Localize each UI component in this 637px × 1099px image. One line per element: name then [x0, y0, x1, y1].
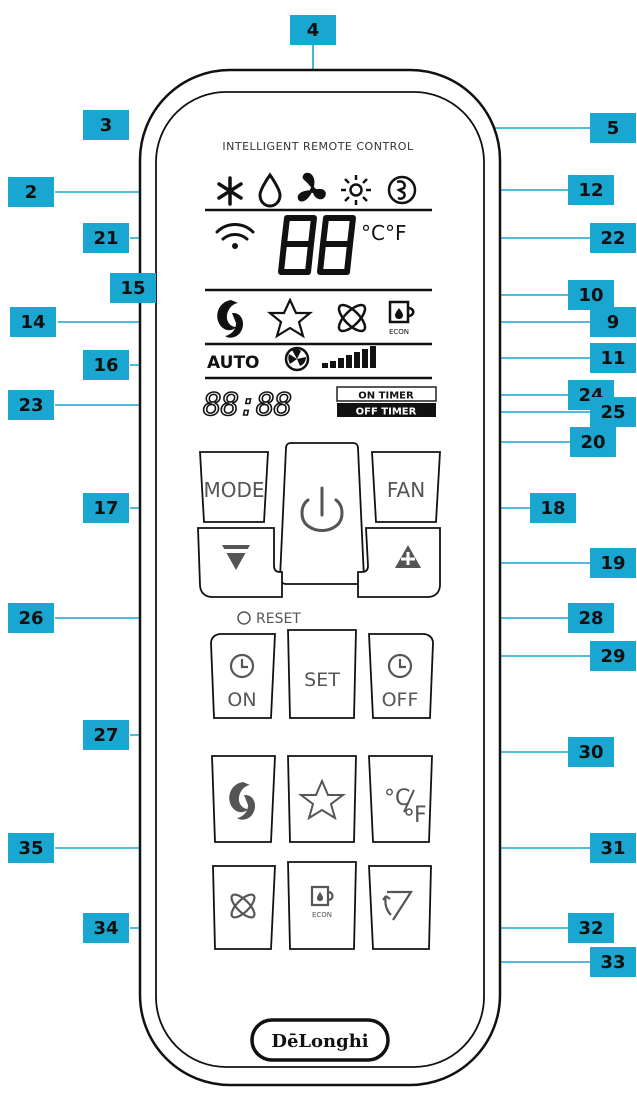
unit-slash	[403, 789, 415, 813]
econ-label: ECON	[389, 328, 409, 336]
callout-18: 18	[530, 493, 576, 523]
fan-button[interactable]	[371, 451, 441, 523]
callout-25: 25	[590, 397, 636, 427]
callout-4: 4	[290, 15, 336, 45]
reset-label: RESET	[256, 611, 301, 627]
reset-hole[interactable]	[237, 611, 251, 625]
callout-28: 28	[568, 603, 614, 633]
on-timer-label: ON TIMER	[358, 391, 414, 402]
callout-19: 19	[590, 548, 636, 578]
set-label: SET	[304, 669, 340, 691]
power-icon	[300, 486, 344, 532]
fan-speed-icon	[284, 346, 310, 372]
callout-2: 2	[8, 177, 54, 207]
down-arrow-minus	[224, 549, 248, 553]
callout-11: 11	[590, 343, 636, 373]
econ-button-label: ECON	[312, 911, 332, 919]
cool-mode-icon	[217, 176, 243, 206]
ionizer-button-icon	[230, 893, 256, 919]
timer-off-label: OFF	[382, 689, 419, 711]
feel-mode-icon	[387, 175, 417, 205]
clock-icon-on	[229, 653, 255, 679]
callout-29: 29	[590, 641, 636, 671]
ionizer-button[interactable]	[212, 865, 276, 950]
callout-21: 21	[83, 223, 129, 253]
callout-12: 12	[568, 175, 614, 205]
ionizer-icon	[337, 303, 367, 333]
callout-34: 34	[83, 913, 129, 943]
callout-17: 17	[83, 493, 129, 523]
callout-10: 10	[568, 280, 614, 310]
brand-name: DēLonghi	[271, 1031, 368, 1052]
unit-f-label: F	[414, 803, 427, 828]
mode-label: MODE	[203, 478, 264, 502]
callout-14: 14	[10, 307, 56, 337]
callout-35: 35	[8, 833, 54, 863]
econ-icon: ECON	[388, 300, 415, 336]
callout-32: 32	[568, 913, 614, 943]
header-label: INTELLIGENT REMOTE CONTROL	[222, 140, 414, 153]
plus-sign	[401, 552, 415, 565]
timer-on-label: ON	[227, 689, 256, 711]
sleep-button-icon	[298, 778, 346, 821]
fan-speed-bars	[322, 346, 376, 368]
callout-22: 22	[590, 223, 636, 253]
fan-auto-label: AUTO	[207, 353, 260, 373]
mode-button[interactable]	[199, 451, 269, 523]
callout-30: 30	[568, 737, 614, 767]
off-timer-label: OFF TIMER	[356, 407, 417, 418]
swing-button-icon	[229, 782, 256, 820]
callout-9: 9	[590, 307, 636, 337]
callout-15: 15	[110, 273, 156, 303]
callout-31: 31	[590, 833, 636, 863]
dry-mode-icon	[258, 172, 282, 208]
clock-icon-off	[387, 653, 413, 679]
callout-5: 5	[590, 113, 636, 143]
lcd-separators	[205, 208, 432, 380]
temp-unit-button[interactable]	[368, 755, 433, 843]
brand-badge	[250, 1018, 390, 1062]
fan-mode-icon	[297, 172, 326, 202]
temperature-digits	[278, 215, 356, 275]
sleep-button[interactable]	[287, 755, 357, 843]
callout-3: 3	[83, 110, 129, 140]
swing-icon	[217, 300, 244, 338]
swing-direction-icon	[382, 890, 414, 921]
off-timer-box	[337, 403, 436, 417]
clock-digits: 88:88	[203, 387, 292, 423]
heat-mode-icon	[341, 175, 371, 205]
callout-16: 16	[83, 350, 129, 380]
temp-units: °C°F	[361, 221, 406, 245]
callout-26: 26	[8, 603, 54, 633]
callout-23: 23	[8, 390, 54, 420]
fan-label: FAN	[387, 478, 425, 502]
mode-icons-row	[217, 172, 417, 208]
callout-33: 33	[590, 947, 636, 977]
unit-degree-f	[405, 808, 413, 816]
signal-icon	[215, 223, 255, 249]
sleep-star-icon	[266, 297, 314, 339]
callout-20: 20	[570, 427, 616, 457]
set-button[interactable]	[287, 629, 357, 719]
swing-button[interactable]	[211, 755, 276, 843]
on-timer-box	[336, 386, 437, 402]
econ-button-icon	[310, 885, 334, 907]
callout-27: 27	[83, 720, 129, 750]
